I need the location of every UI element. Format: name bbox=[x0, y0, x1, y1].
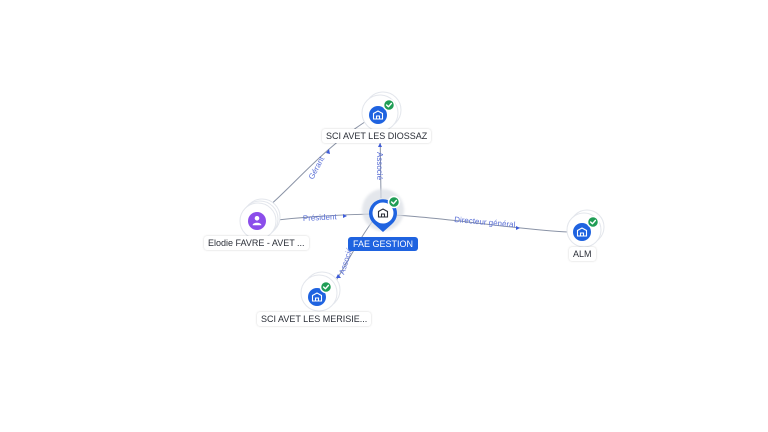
node-central[interactable] bbox=[362, 189, 404, 232]
check-badge-icon bbox=[586, 215, 600, 229]
edge-label-gerant: Gérant bbox=[307, 154, 327, 181]
building-icon bbox=[377, 208, 389, 218]
node-right[interactable] bbox=[566, 209, 605, 248]
node-label-person[interactable]: Elodie FAVRE - AVET ... bbox=[204, 236, 309, 250]
arrow-associe-top bbox=[378, 143, 382, 147]
edge-arrows bbox=[326, 143, 520, 278]
node-label-central[interactable]: FAE GESTION bbox=[348, 237, 419, 251]
edge-label-associe-top: Associé bbox=[375, 152, 384, 181]
node-person[interactable] bbox=[239, 198, 281, 240]
node-top[interactable] bbox=[361, 91, 402, 132]
arrow-associe-bottom bbox=[336, 274, 341, 278]
edge-central-right[interactable] bbox=[393, 214, 569, 233]
edges bbox=[261, 119, 569, 291]
node-label-bottom[interactable]: SCI AVET LES MERISIE... bbox=[257, 312, 372, 326]
building-icon bbox=[576, 227, 588, 237]
check-badge-icon bbox=[382, 98, 396, 112]
edge-label-president: Président bbox=[303, 212, 338, 223]
node-label-right[interactable]: ALM bbox=[569, 247, 596, 261]
node-label-top[interactable]: SCI AVET LES DIOSSAZ bbox=[322, 129, 432, 143]
arrow-president bbox=[343, 214, 347, 218]
check-badge-icon bbox=[387, 195, 401, 209]
person-icon bbox=[252, 216, 262, 226]
arrow-gerant bbox=[326, 149, 330, 154]
check-badge-icon bbox=[319, 280, 333, 294]
building-icon bbox=[311, 292, 323, 302]
building-icon bbox=[372, 110, 384, 120]
arrow-directeur bbox=[516, 226, 520, 230]
edge-label-directeur: Directeur général bbox=[454, 215, 516, 229]
node-bottom[interactable] bbox=[300, 271, 341, 312]
